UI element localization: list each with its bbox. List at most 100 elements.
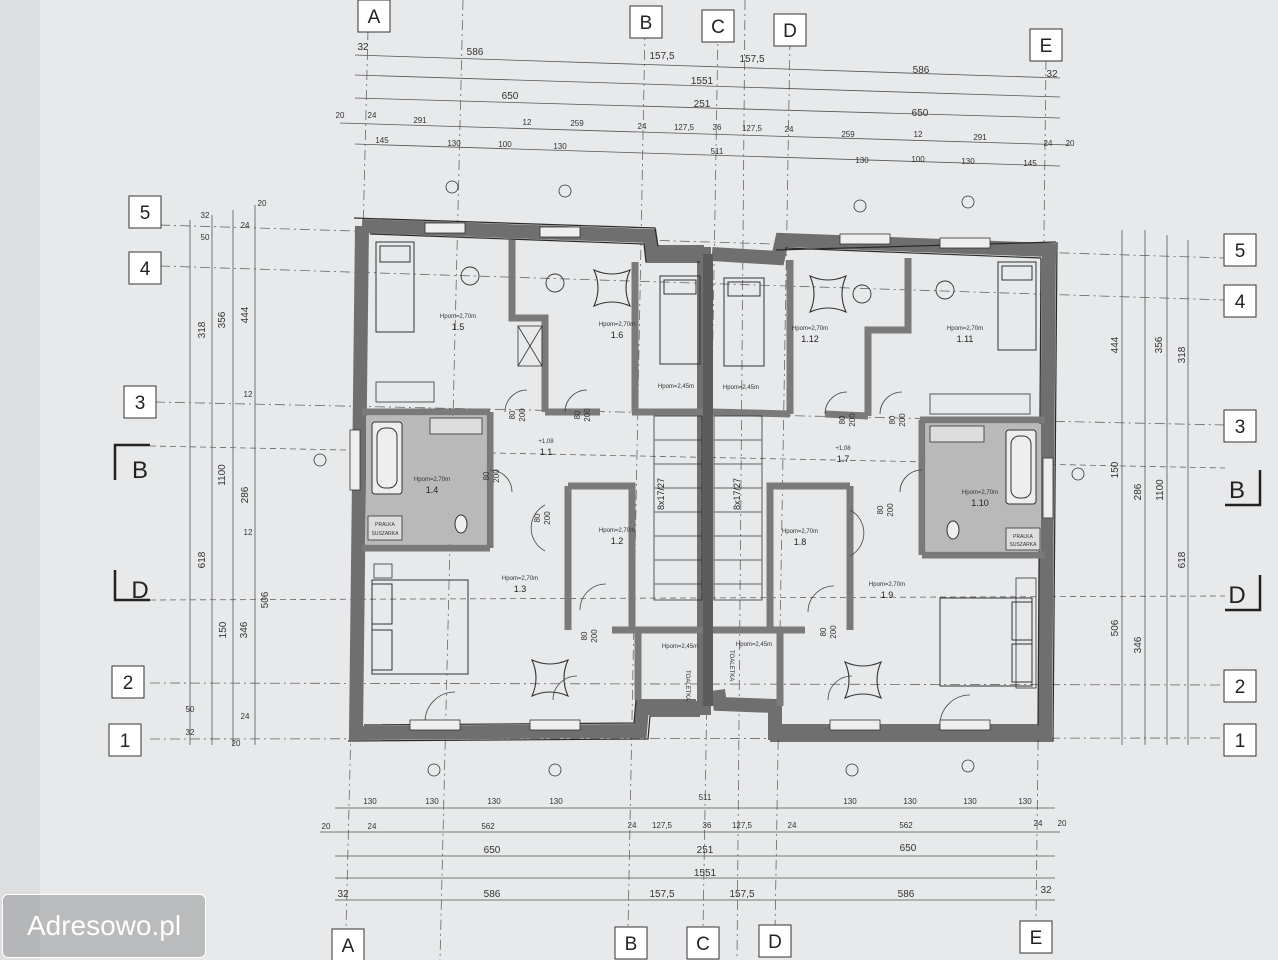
sink-left (429, 417, 483, 435)
door-height-6: 200 (898, 413, 907, 427)
axis-tag-bottom-A: A (342, 936, 355, 957)
dim-top-r1-4: 586 (913, 65, 930, 76)
axis-tag-bottom-C: C (696, 934, 710, 955)
dim-left-small-9: 20 (232, 739, 241, 748)
height-245-0: Hpom=2,45m (658, 384, 694, 390)
height-245-1: Hpom=2,45m (723, 385, 759, 391)
dim-bottom-r3-0: 650 (484, 845, 501, 856)
dim-bottom-r5-5: 32 (1040, 885, 1052, 896)
dim-bottom-r2-5: 36 (703, 821, 712, 830)
top-dimension-lines (339, 54, 1071, 167)
dim-top-r1-1: 586 (467, 47, 484, 58)
laundry-label-1: PRALKA (375, 522, 395, 528)
dim-bottom-r2-2: 562 (481, 822, 495, 831)
dim-bottom-r2-7: 24 (788, 821, 797, 830)
stairs-label-left: 8x17/27 (656, 478, 666, 510)
dim-top-r4-11: 12 (914, 130, 923, 139)
dim-top-r4-6: 127,5 (674, 123, 695, 132)
dim-left-inner-0: 444 (240, 306, 251, 323)
laundry-label-4: SUSZARKA (1010, 542, 1038, 548)
dim-top-r3-0: 650 (502, 91, 519, 102)
door-width-4: 80 (580, 631, 589, 640)
axis-tag-top-D: D (783, 21, 797, 42)
dim-top-r4-9: 24 (785, 125, 794, 134)
axis-tag-right-1: 1 (1235, 731, 1246, 752)
room-height-1.1: +1,08 (538, 439, 554, 445)
room-height-1.5: Hpom=2,70m (440, 314, 476, 320)
dim-top-r5-6: 100 (911, 155, 925, 164)
room-id-1.1: 1.1 (540, 447, 553, 457)
door-width-6: 80 (888, 415, 897, 424)
dim-top-r4-8: 127,5 (742, 124, 763, 133)
sink-right (929, 425, 985, 443)
dim-top-r4-12: 291 (973, 133, 987, 142)
axis-tag-left-3: 3 (135, 393, 146, 414)
dim-bottom-r1-2: 130 (487, 797, 501, 806)
dim-bottom-r2-9: 24 (1034, 819, 1043, 828)
dim-top-r3-2: 650 (912, 108, 929, 119)
dim-right-mid-0: 356 (1154, 336, 1165, 353)
room-id-1.5: 1.5 (452, 322, 465, 332)
left-dimension-lines (189, 205, 256, 745)
axis-tag-top-A: A (368, 7, 381, 28)
door-height-3: 200 (543, 511, 552, 525)
room-id-1.7: 1.7 (837, 454, 850, 464)
room-height-1.12: Hpom=2,70m (792, 326, 828, 332)
section-tag-3: D (1228, 582, 1245, 609)
dim-left-inner-2: 506 (260, 591, 271, 608)
toilet-left-icon (454, 514, 468, 534)
watermark-badge: Adresowo.pl (2, 894, 206, 958)
dimension-texts: 32 586 157,5 157,5 586 32 1551 650 251 650 20 24 291… (186, 42, 1188, 900)
dim-left-outer-1: 1100 (217, 464, 228, 486)
dim-bottom-r1-4: 511 (699, 793, 712, 802)
windows (349, 222, 1054, 731)
dim-top-r1-3: 157,5 (739, 54, 764, 65)
door-width-0: 80 (508, 410, 517, 419)
dim-bottom-r5-1: 586 (484, 889, 501, 900)
door-width-8: 80 (819, 627, 828, 636)
dim-bottom-r5-3: 157,5 (729, 889, 754, 900)
height-245-3: Hpom=2,45m (736, 642, 772, 648)
axis-tag-top-C: C (711, 17, 725, 38)
room-id-1.4: 1.4 (426, 485, 439, 495)
dim-left-mid-1: 150 (218, 621, 229, 638)
section-tag-0: B (132, 457, 148, 484)
axis-tag-right-2: 2 (1235, 677, 1246, 698)
dim-top-r5-2: 100 (498, 140, 512, 149)
dim-bottom-r3-2: 650 (900, 843, 917, 854)
dim-left-small-8: 32 (186, 728, 195, 737)
laundry-box-left (367, 515, 403, 541)
dim-right-outer-0: 318 (1177, 346, 1188, 363)
dim-top-r2: 1551 (691, 76, 714, 87)
right-dimension-lines (1121, 230, 1189, 745)
dim-left-mid-0: 356 (217, 311, 228, 328)
axis-tag-top-B: B (640, 13, 653, 34)
room-id-1.6: 1.6 (611, 330, 624, 340)
room-id-1.3: 1.3 (514, 584, 527, 594)
dim-left-small-4: 12 (244, 390, 253, 399)
furniture-wardrobes (373, 325, 1037, 689)
dim-left-inner-1: 286 (240, 486, 251, 503)
dim-right-outer-1: 1100 (1155, 479, 1166, 501)
door-height-8: 200 (829, 625, 838, 639)
dim-bottom-r1-0: 130 (363, 797, 377, 806)
room-height-1.4: Hpom=2,70m (414, 477, 450, 483)
room-height-1.7: +1,08 (835, 446, 851, 452)
dim-bottom-r3-1: 251 (697, 845, 714, 856)
dim-top-r3-1: 251 (694, 99, 711, 110)
staircase-left (653, 415, 703, 601)
dim-bottom-r2-0: 20 (322, 822, 331, 831)
dim-top-r5-1: 130 (447, 139, 461, 148)
dim-top-r4-14: 20 (1066, 139, 1075, 148)
stairs-label-right: 8x17/27 (732, 478, 742, 510)
axis-tag-right-4: 4 (1235, 292, 1246, 313)
door-swings (424, 389, 971, 726)
dim-bottom-r5-0: 32 (337, 889, 349, 900)
axis-tag-bottom-B: B (625, 934, 638, 955)
dim-top-r5-3: 130 (553, 142, 567, 151)
dim-bottom-r1-6: 130 (903, 797, 917, 806)
room-height-1.8: Hpom=2,70m (782, 529, 818, 535)
dim-bottom-r2-8: 562 (899, 821, 913, 830)
